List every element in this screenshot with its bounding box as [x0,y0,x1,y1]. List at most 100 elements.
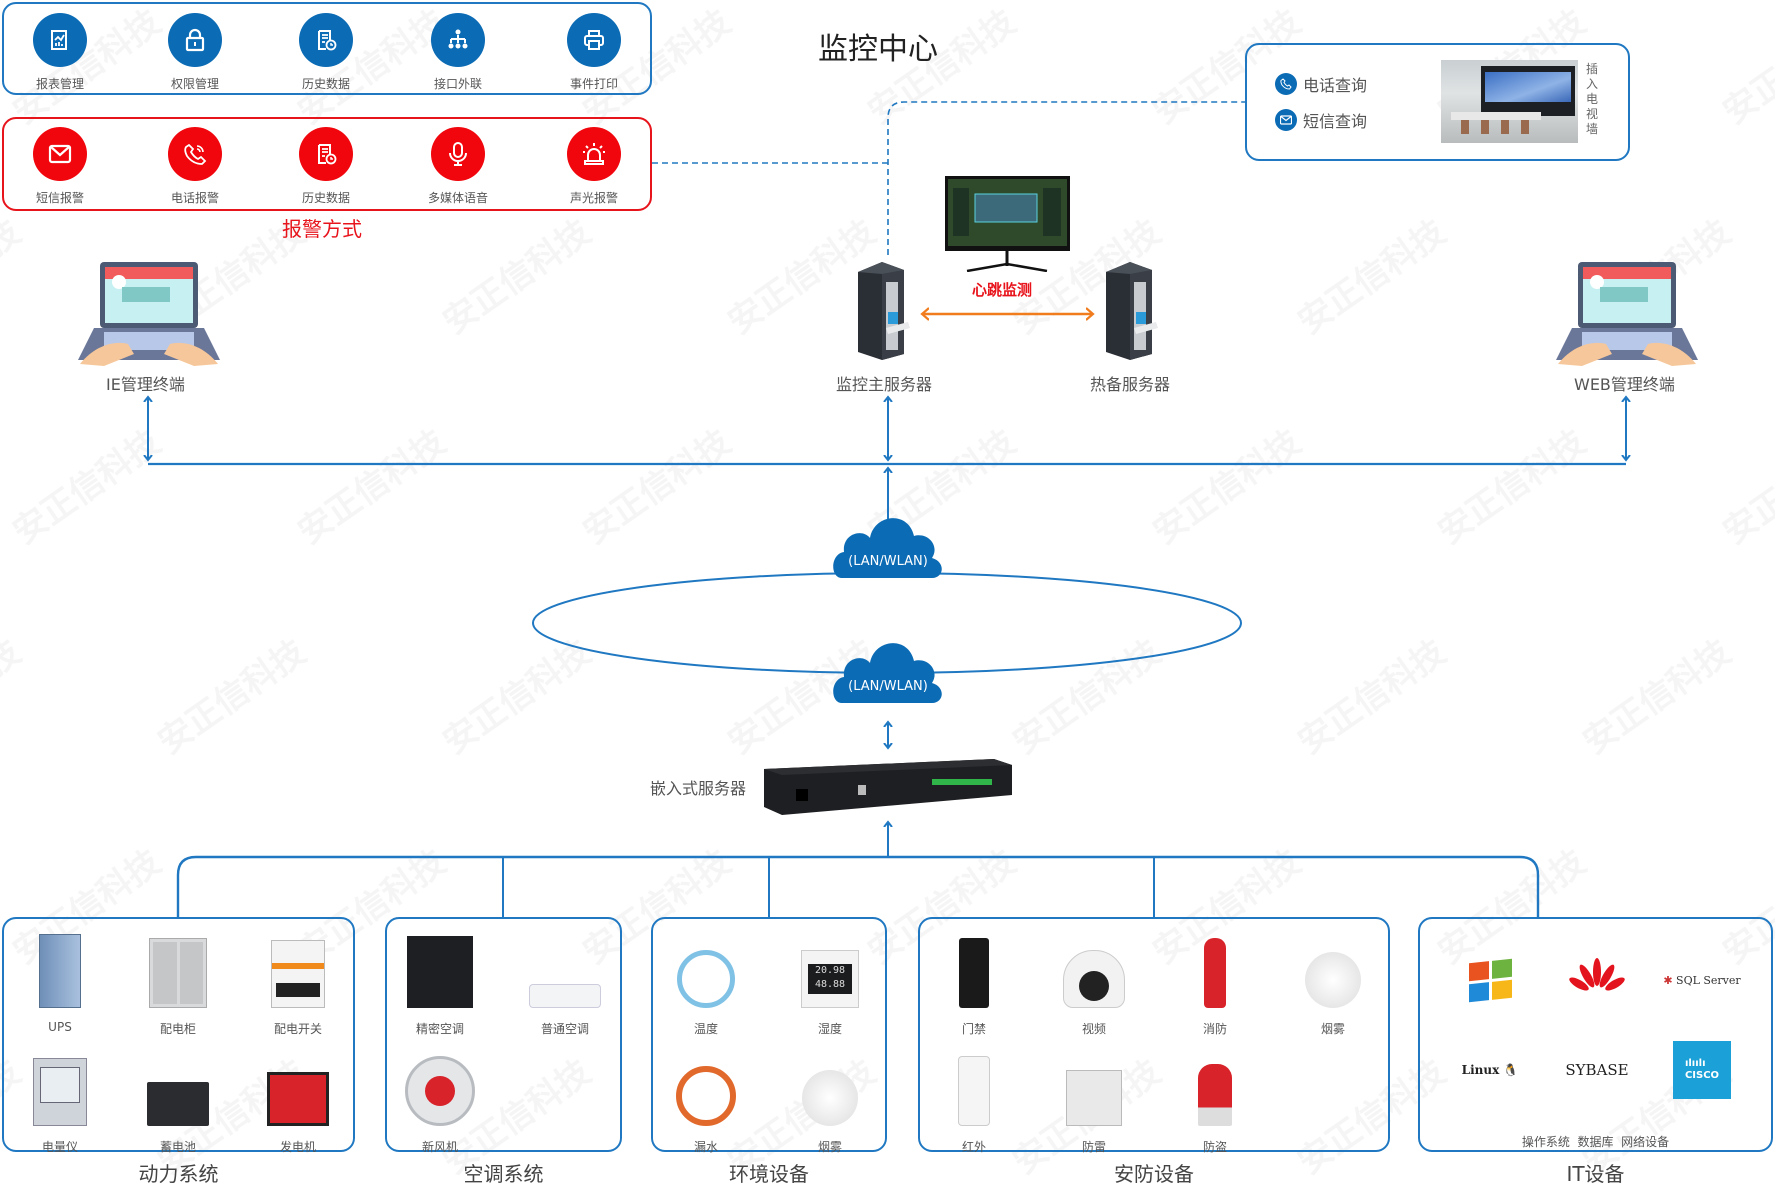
device-item[interactable]: 发电机 [243,1048,353,1155]
management-panel [2,2,652,95]
it-logo-sybase: SYBASE [1565,1061,1629,1079]
cloud-bottom-label: (LAN/WLAN) [848,679,928,694]
device-item[interactable]: 配电开关 [243,930,353,1037]
main-server-label: 监控主服务器 [836,375,933,394]
device-label: 烟雾 [817,1140,842,1154]
management-item-label: 权限管理 [170,77,219,91]
web-terminal-label: WEB管理终端 [1574,375,1675,394]
backup-server-icon[interactable] [1100,260,1170,360]
phone-icon [168,127,222,181]
device-label: 湿度 [817,1022,842,1036]
device-item[interactable]: 防盗 [1160,1048,1270,1155]
lock-icon [168,13,222,67]
device-item[interactable]: 精密空调 [385,930,495,1037]
alarm-method-label: 电话报警 [170,191,219,205]
backup-server-label: 热备服务器 [1090,375,1171,394]
web-terminal-laptop-icon[interactable] [1552,260,1702,368]
sms-query[interactable]: 短信查询 [1275,108,1367,132]
device-image [1039,930,1149,1008]
device-image [651,1048,761,1126]
device-label: 发电机 [279,1140,316,1154]
device-label: 配电开关 [273,1022,322,1036]
device-label: 门禁 [961,1022,986,1036]
alarm-method-2[interactable]: 电话报警 [135,127,255,206]
subsystem-panel-2 [385,917,622,1152]
alarm-method-1[interactable]: 短信报警 [0,127,120,206]
query-panel [1245,43,1630,161]
envelope-icon [33,127,87,181]
tree-branch [176,855,1540,917]
ie-terminal-label: IE管理终端 [106,375,185,394]
cloud-bottom: (LAN/WLAN) [833,643,942,703]
device-item[interactable]: UPS [5,930,115,1034]
video-wall-photo [1441,60,1578,143]
alarm-method-label: 短信报警 [35,191,84,205]
subsystem-title: IT设备 [1566,1162,1625,1186]
alarm-methods-panel [2,117,652,211]
device-label: 温度 [693,1022,718,1036]
alarm-method-5[interactable]: 声光报警 [534,127,654,206]
device-label: 配电柜 [159,1022,196,1036]
alarm-method-4[interactable]: 多媒体语音 [398,127,518,206]
management-item-4[interactable]: 接口外联 [398,13,518,92]
report-chart-icon [33,13,87,67]
device-image [5,930,115,1008]
video-wall-label: 插入电视墙 [1585,62,1598,136]
management-item-3[interactable]: 历史数据 [266,13,386,92]
ie-terminal-laptop-icon[interactable] [74,260,224,368]
subsystem-panel-4 [918,917,1390,1152]
device-item[interactable]: 新风机 [385,1048,495,1155]
device-label: 精密空调 [415,1022,464,1036]
phone-query[interactable]: 电话查询 [1275,72,1367,96]
device-item[interactable]: 温度 [651,930,761,1037]
device-image [243,1048,353,1126]
phone-icon [1275,73,1297,95]
dashed-link-query [887,101,1245,255]
management-item-1[interactable]: 报表管理 [0,13,120,92]
device-item[interactable]: 配电柜 [123,930,233,1037]
device-item[interactable]: 红外 [919,1048,1029,1155]
device-label: 电量仪 [41,1140,78,1154]
device-item[interactable]: 烟雾 [1278,930,1388,1037]
it-logo-linux: Linux 🐧 [1461,1063,1519,1077]
main-server-icon[interactable] [852,260,922,360]
subsystem-title: 环境设备 [729,1162,809,1186]
alarm-method-3[interactable]: 历史数据 [266,127,386,206]
embedded-server-device[interactable] [762,755,1014,819]
device-item[interactable]: 蓄电池 [123,1048,233,1155]
device-label: 消防 [1202,1022,1227,1036]
embedded-server-label: 嵌入式服务器 [650,779,747,798]
device-label: 蓄电池 [159,1140,196,1154]
phone-query-label: 电话查询 [1303,76,1368,95]
printer-icon [567,13,621,67]
device-label: 新风机 [421,1140,458,1154]
it-caption: 操作系统 数据库 网络设备 [1521,1135,1670,1149]
management-item-label: 历史数据 [301,77,350,91]
device-item[interactable]: 电量仪 [5,1048,115,1155]
device-image [510,930,620,1008]
history-document-icon [299,13,353,67]
alarm-method-label: 声光报警 [569,191,618,205]
subsystem-panel-3 [651,917,887,1152]
device-image [1160,1048,1270,1126]
cloud-top-label: (LAN/WLAN) [848,554,928,569]
management-item-2[interactable]: 权限管理 [135,13,255,92]
it-logo-windows [1445,950,1535,1010]
device-image [385,1048,495,1126]
device-item[interactable]: 消防 [1160,930,1270,1037]
alarm-methods-title: 报警方式 [282,217,362,241]
management-item-5[interactable]: 事件打印 [534,13,654,92]
device-item[interactable]: 门禁 [919,930,1029,1037]
device-item[interactable]: 视频 [1039,930,1149,1037]
device-image [123,1048,233,1126]
device-label: 烟雾 [1320,1022,1345,1036]
device-image [919,930,1029,1008]
device-item[interactable]: 漏水 [651,1048,761,1155]
device-item[interactable]: 防雷 [1039,1048,1149,1155]
device-item[interactable]: 烟雾 [775,1048,885,1155]
device-item[interactable]: 普通空调 [510,930,620,1037]
